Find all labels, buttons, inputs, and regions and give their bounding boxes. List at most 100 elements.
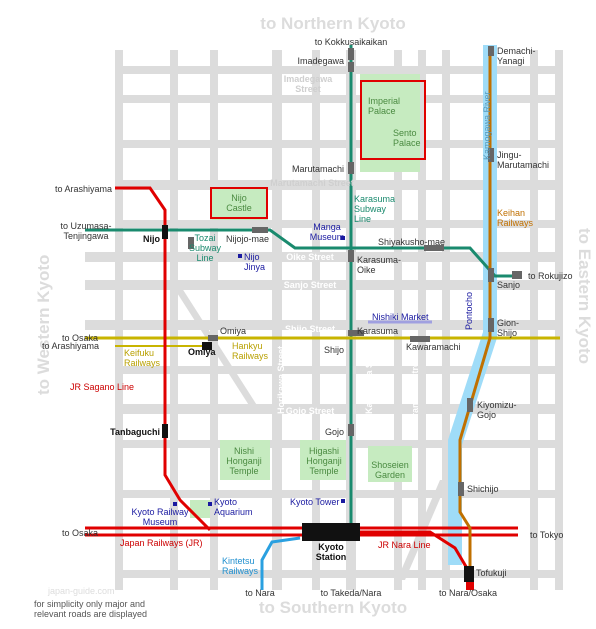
sight-nishiki[interactable]: Nishiki Market xyxy=(372,312,429,322)
st-sanjo xyxy=(488,268,494,282)
sight-nijo-jinya[interactable]: Nijo Jinya xyxy=(244,252,266,272)
line-tozai-subway: Tozai Subway Line xyxy=(188,233,222,263)
edge-arashiyama-1: to Arashiyama xyxy=(54,184,112,194)
park-imperial xyxy=(360,74,420,172)
line-kintetsu: Kintetsu Railways xyxy=(222,556,259,576)
edge-takeda: to Takeda/Nara xyxy=(320,588,382,598)
footnote: for simplicity only major and relevant r… xyxy=(34,599,148,619)
road-horikawa xyxy=(272,50,282,590)
kintetsu-line xyxy=(260,536,301,590)
sight-shoseien: Shoseien Garden xyxy=(371,460,409,480)
pin-manga xyxy=(341,236,345,240)
road-diag1 xyxy=(172,285,260,410)
road-v7 xyxy=(394,50,402,590)
park-nijo xyxy=(212,188,268,220)
road-v5 xyxy=(312,50,320,590)
road-v3 xyxy=(210,50,218,590)
line-jr-sagano: JR Sagano Line xyxy=(70,382,135,392)
road-name-kawaramachi: Kawaramachi Street xyxy=(410,353,420,440)
road-name-imadegawa: Imadegawa Street xyxy=(283,74,333,94)
parks xyxy=(190,74,420,518)
station-kokkusaikaikan: to Kokkusaikaikan xyxy=(314,37,388,47)
st-kokkusai xyxy=(348,48,354,60)
st-omiya-keifuku xyxy=(202,342,212,350)
st-kiyomizu xyxy=(467,398,473,412)
road-bottom xyxy=(115,570,560,578)
park-nishi xyxy=(220,440,270,480)
sight-imperial: Imperial Palace xyxy=(368,96,401,116)
station-kawaramachi: Kawaramachi xyxy=(406,342,461,352)
st-rokujizo-end xyxy=(512,271,522,279)
road-7 xyxy=(115,366,560,374)
station-kiyomizu: Kiyomizu-Gojo xyxy=(477,400,517,420)
sight-kyoto-tower[interactable]: Kyoto Tower xyxy=(290,497,340,507)
station-nijo: Nijo xyxy=(143,234,160,244)
station-omiya-keifuku: Omiya xyxy=(188,347,216,357)
station-karasuma: Karasuma xyxy=(357,326,399,336)
station-omiya: Omiya xyxy=(220,326,247,336)
edge-nara: to Nara xyxy=(245,588,275,598)
sight-markers xyxy=(173,236,345,506)
st-tofukuji xyxy=(464,566,474,582)
st-gojo xyxy=(348,424,354,436)
station-shijo: Shijo xyxy=(323,345,344,355)
park-higashi xyxy=(300,440,346,480)
imperial-frame xyxy=(360,80,426,160)
road-v8 xyxy=(418,50,426,590)
st-gion xyxy=(488,318,494,332)
edge-nara-osaka: to Nara/Osaka xyxy=(438,588,498,598)
st-nijo-tozai xyxy=(188,237,194,249)
st-imadegawa xyxy=(348,62,354,72)
st-karasuma-oike xyxy=(348,250,354,262)
road-v11 xyxy=(555,50,563,590)
station-gion: Gion-Shijo xyxy=(497,318,520,338)
station-jingu: Jingu-Marutamachi xyxy=(497,150,550,170)
tozai-subway-line xyxy=(85,228,520,278)
station-karasuma-oike: Karasuma-Oike xyxy=(357,255,402,275)
sight-railway-museum[interactable]: Kyoto Railway Museum xyxy=(131,507,189,527)
jr-sagano-line xyxy=(115,186,212,532)
edge-arashiyama-2: to Arashiyama xyxy=(42,341,100,351)
st-shichijo xyxy=(458,482,464,496)
road-name-gojo: Gojo Street xyxy=(285,406,335,416)
st-demachi xyxy=(488,46,494,56)
road-v10 xyxy=(530,50,538,590)
station-gojo: Gojo xyxy=(324,427,344,437)
st-omiya-hankyu xyxy=(208,335,218,341)
jr-nara-line xyxy=(350,530,470,571)
station-tanbaguchi: Tanbaguchi xyxy=(110,427,160,437)
st-tanbaguchi xyxy=(162,424,168,438)
road-marutamachi xyxy=(115,180,560,190)
sight-manga[interactable]: Manga Museum xyxy=(309,222,345,242)
road-name-sanjo: Sanjo Street xyxy=(283,280,337,290)
road-10 xyxy=(115,490,560,498)
dir-west: to Western Kyoto xyxy=(34,254,53,395)
station-shiyakusho: Shiyakusho-mae xyxy=(378,237,446,247)
st-nijojo xyxy=(252,227,268,233)
pontocho-label: Pontocho xyxy=(464,291,474,330)
line-hankyu: Hankyu Railways xyxy=(232,341,269,361)
edge-tokyo: to Tokyo xyxy=(530,530,564,540)
station-marutamachi: Marutamachi xyxy=(291,164,344,174)
sight-nishi: Nishi Honganji Temple xyxy=(226,446,262,476)
park-shoseien xyxy=(368,446,412,482)
road-north-top xyxy=(115,66,560,74)
sight-sento: Sento Palace xyxy=(393,128,421,148)
road-sanjo xyxy=(85,280,560,290)
dir-east: to Eastern Kyoto xyxy=(575,228,594,365)
road-name-marutamachi: Marutamachi Street xyxy=(270,178,354,188)
road-name-shijo: Shijo Street xyxy=(284,324,336,334)
edge-uzumasa: to Uzumasa-Tenjingawa xyxy=(60,221,112,241)
pin-railway-museum xyxy=(173,502,177,506)
st-tofukuji-red xyxy=(466,582,474,590)
river-name-kamogawa: Kamogawa River xyxy=(482,91,492,160)
pin-jinya xyxy=(238,254,242,258)
road-2 xyxy=(115,140,560,148)
station-nijojo-mae: Nijojo-mae xyxy=(226,234,270,244)
station-sanjo: Sanjo xyxy=(497,280,521,290)
road-shijo xyxy=(85,320,560,330)
line-jr: Japan Railways (JR) xyxy=(120,538,203,548)
road-name-horikawa: Horikawa Street xyxy=(276,345,286,414)
sight-aquarium[interactable]: Kyoto Aquarium xyxy=(214,497,253,517)
